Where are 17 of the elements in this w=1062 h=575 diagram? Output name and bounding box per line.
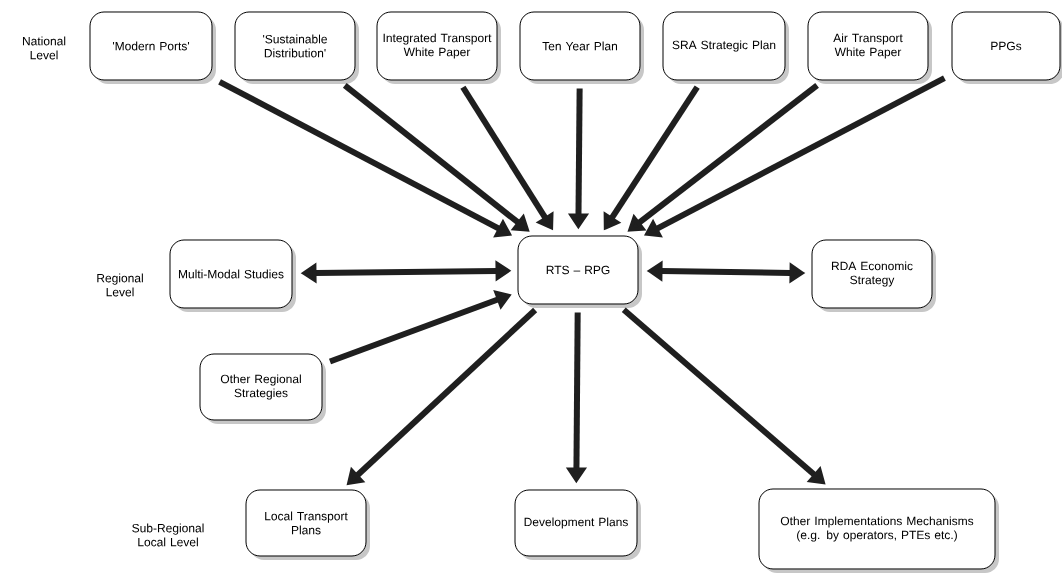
rounded-box: Other Implementations Mechanisms (e.g. by operators, PTEs etc.) [758,488,999,573]
rounded-box: 'Modern Ports' [89,11,216,84]
rounded-box: Ten Year Plan [519,11,644,84]
rounded-box: Development Plans [514,489,641,560]
rounded-box: 'Sustainable Distribution' [234,11,359,84]
rounded-box: RDA Economic Strategy [811,239,936,312]
rounded-box: RTS – RPG [517,235,642,308]
rounded-box: Air Transport White Paper [807,11,932,84]
level-label: Regional Level [97,273,143,297]
rounded-box: Multi-Modal Studies [169,239,296,312]
rounded-box: SRA Strategic Plan [662,11,789,84]
rounded-box: Local Transport Plans [245,489,370,560]
rounded-box: Other Regional Strategies [199,353,326,424]
rounded-box: PPGs [951,11,1062,84]
level-label: Sub-Regional Local Level [132,523,204,547]
rounded-box: Integrated Transport White Paper [376,11,501,84]
level-label: National Level [23,36,66,60]
